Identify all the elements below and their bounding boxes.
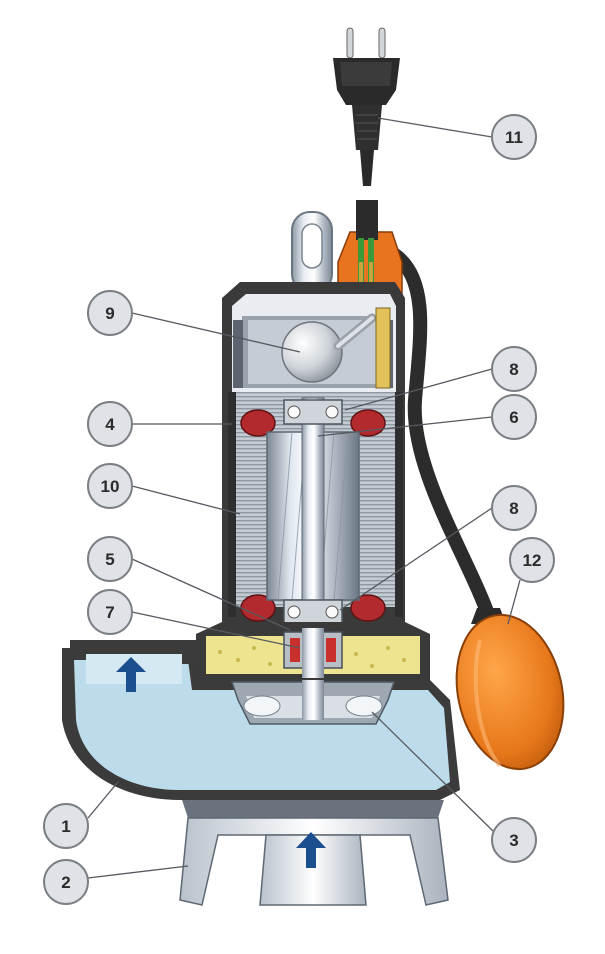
svg-text:2: 2	[61, 873, 70, 892]
discharge-flow-arrow-icon	[116, 657, 146, 692]
inlet-flow-arrow-icon	[296, 832, 326, 868]
power-plug	[333, 27, 400, 186]
svg-text:9: 9	[105, 304, 114, 323]
callout-3: 3	[491, 817, 537, 863]
svg-text:8: 8	[509, 360, 518, 379]
callout-12: 12	[509, 537, 555, 583]
callout-6: 6	[491, 394, 537, 440]
svg-text:12: 12	[523, 551, 542, 570]
svg-text:8: 8	[509, 499, 518, 518]
callout-9: 9	[87, 290, 133, 336]
leader-lines	[87, 117, 521, 879]
svg-text:6: 6	[509, 408, 518, 427]
svg-text:3: 3	[509, 831, 518, 850]
callout-11: 11	[491, 114, 537, 160]
flow-arrows	[116, 657, 326, 868]
impeller	[230, 680, 396, 725]
internal-float-switch	[281, 307, 391, 389]
callout-2: 2	[43, 859, 89, 905]
oil-chamber	[196, 622, 430, 680]
cable-gland	[337, 200, 403, 299]
callout-markers: 11 9 8 4 6 10 8 5	[43, 114, 555, 905]
svg-text:5: 5	[105, 550, 114, 569]
svg-text:1: 1	[61, 817, 70, 836]
lifting-handle	[291, 211, 333, 293]
stator-windings	[240, 409, 386, 622]
bearings	[283, 399, 343, 625]
svg-text:11: 11	[505, 128, 523, 147]
svg-text:4: 4	[105, 415, 115, 434]
svg-text:7: 7	[105, 603, 114, 622]
callout-7: 7	[87, 589, 133, 635]
callout-4: 4	[87, 401, 133, 447]
callout-1: 1	[43, 803, 89, 849]
callout-5: 5	[87, 536, 133, 582]
svg-text:10: 10	[101, 477, 120, 496]
external-float-switch	[455, 608, 565, 771]
float-cable	[388, 248, 497, 627]
callout-10: 10	[87, 463, 133, 509]
callout-8-top: 8	[491, 346, 537, 392]
base-stand	[179, 800, 449, 906]
callout-8-bottom: 8	[491, 485, 537, 531]
